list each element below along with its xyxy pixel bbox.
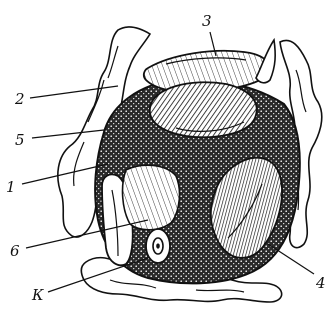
inner-panel [123,165,180,230]
label-6: 6 [10,242,20,260]
label-3: 3 [202,12,212,30]
label-k: К [31,286,44,304]
label-2: 2 [14,90,25,108]
label-5: 5 [15,131,25,149]
label-4: 4 [315,274,326,292]
leader-line-4 [268,244,314,274]
label-1: 1 [6,178,16,196]
upper-oval [150,82,257,137]
